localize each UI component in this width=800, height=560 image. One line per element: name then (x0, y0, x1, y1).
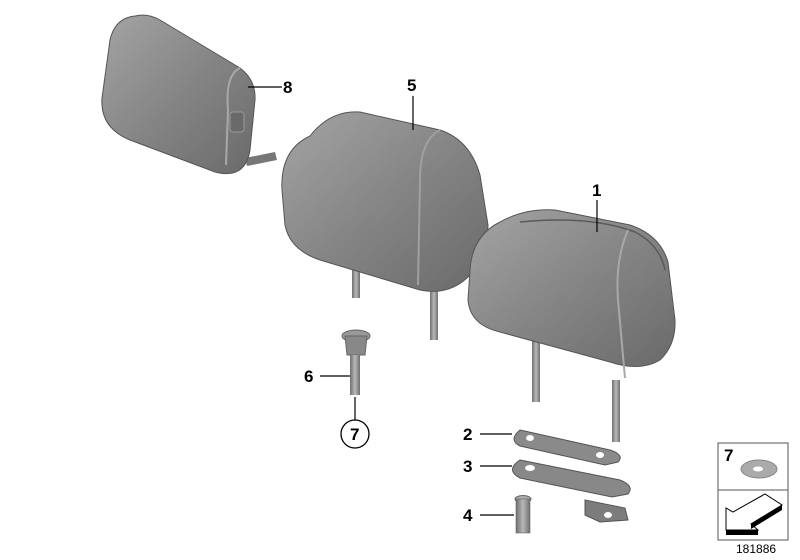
headrest-part-5[interactable] (281, 111, 489, 340)
callout-6: 6 (304, 367, 313, 386)
legend-part-number: 7 (724, 446, 733, 465)
callout-4: 4 (463, 506, 473, 525)
direction-arrow-icon (725, 493, 783, 535)
guide-sleeve-part-6[interactable] (341, 329, 371, 395)
headrest-part-8[interactable] (101, 14, 277, 175)
diagram-id: 181886 (736, 542, 776, 556)
callout-7-circle (340, 419, 370, 449)
callout-5: 5 (407, 76, 416, 95)
callout-7: 7 (350, 425, 359, 444)
washer-icon (740, 459, 778, 479)
sleeve-part-4[interactable] (514, 495, 532, 534)
callout-3: 3 (463, 457, 472, 476)
headrest-part-1[interactable] (467, 209, 676, 442)
bracket-part-3[interactable] (512, 459, 631, 523)
bracket-part-2[interactable] (513, 429, 621, 466)
legend-box: 7 (717, 442, 789, 541)
callout-2: 2 (463, 425, 472, 444)
callout-1: 1 (592, 181, 601, 200)
callout-8: 8 (283, 78, 292, 97)
